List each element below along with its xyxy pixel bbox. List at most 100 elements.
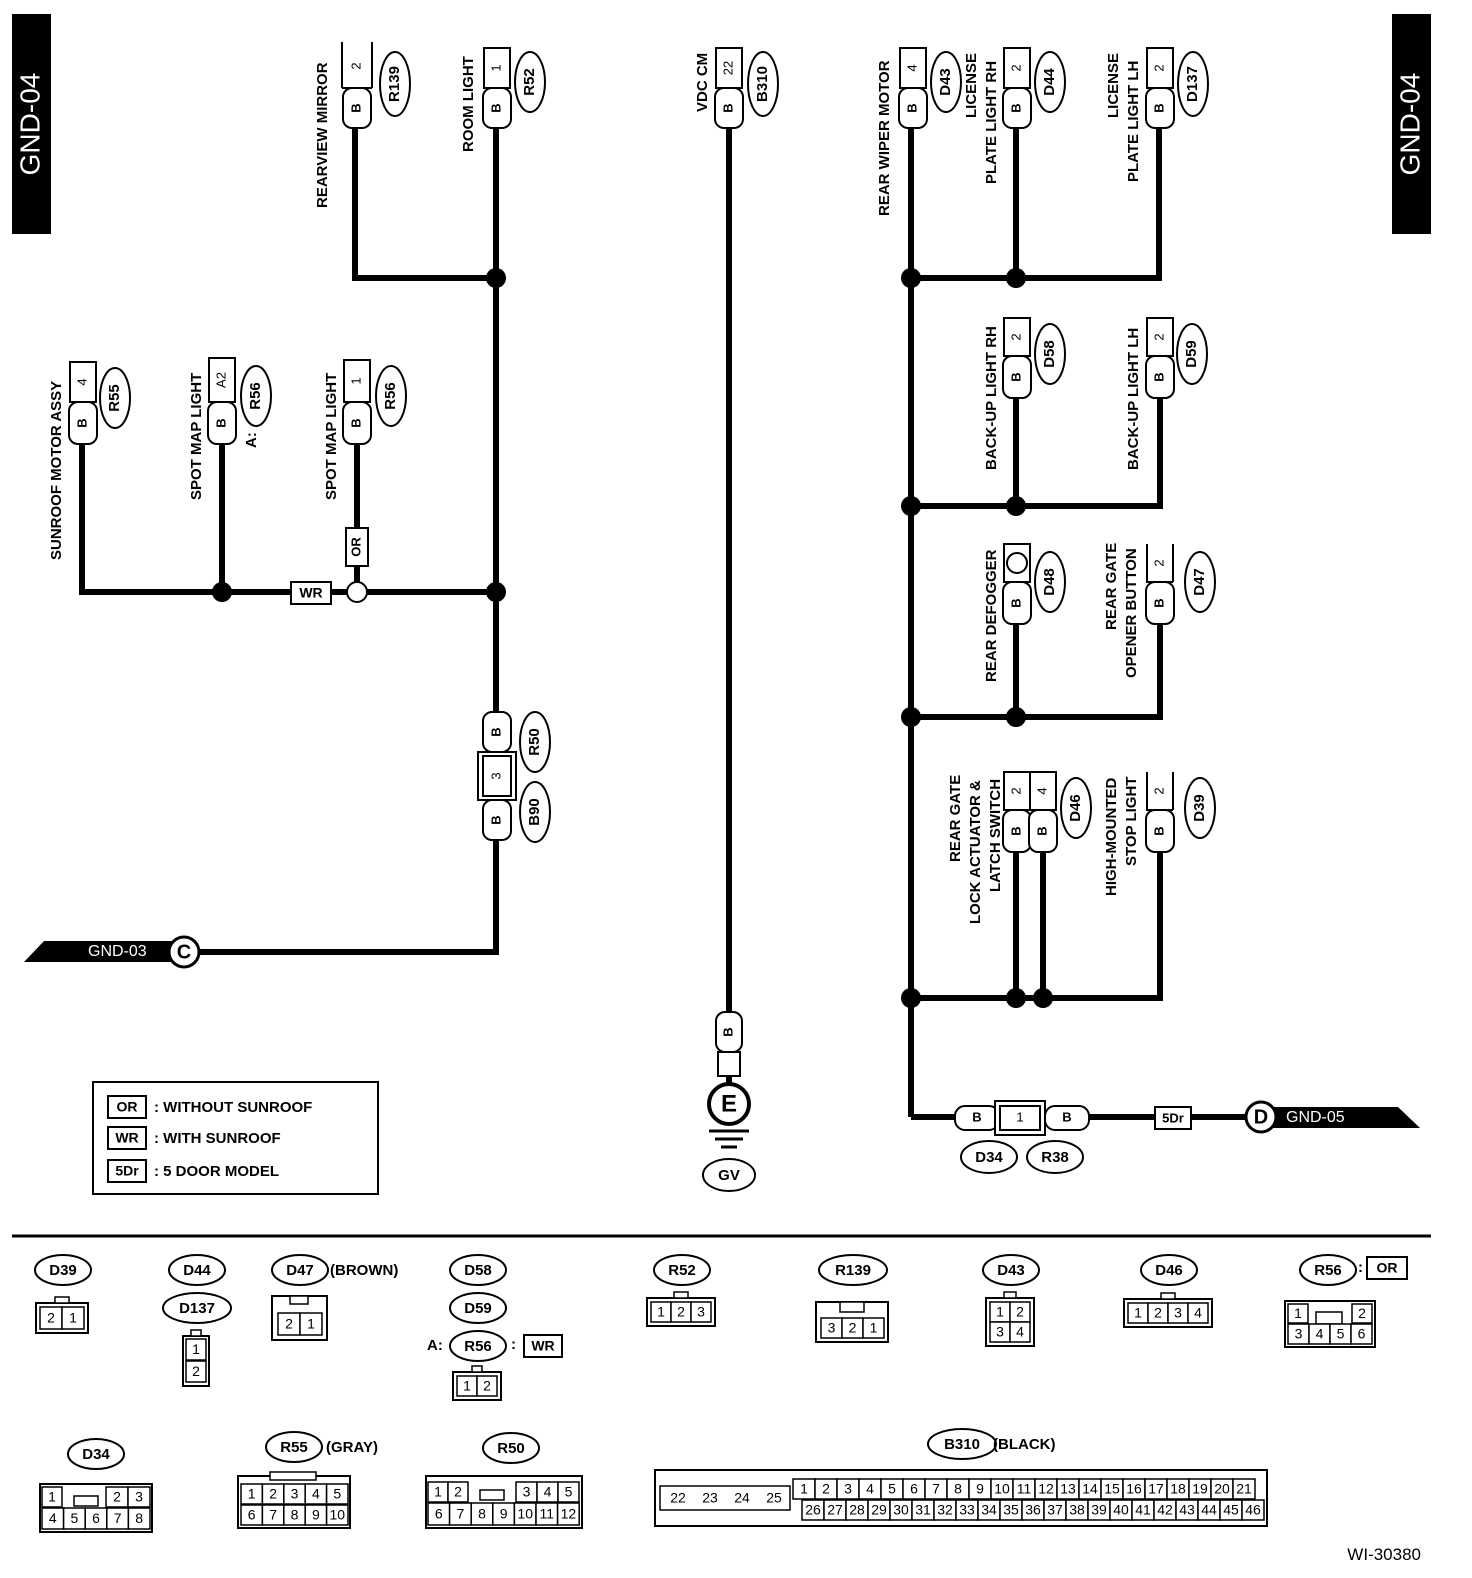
ground-terminal-e: B E — [707, 1011, 751, 1149]
view-d137-pin: 1 — [192, 1341, 200, 1357]
view-b310-pin: 45 — [1223, 1502, 1239, 1518]
legend: OR : WITHOUT SUNROOF WR : WITH SUNROOF 5… — [92, 1081, 379, 1195]
tab-right: GND-04 — [1392, 14, 1431, 234]
connector-r52-terminal: 1 B — [482, 47, 512, 129]
connector-d39-terminal: 2 B — [1145, 772, 1175, 853]
view-b310-pin: 35 — [1003, 1502, 1019, 1518]
view-d34-id-text: D34 — [82, 1446, 110, 1463]
legend-item-or: OR : WITHOUT SUNROOF — [107, 1095, 312, 1119]
view-r52-face-pin: 1 — [657, 1304, 665, 1320]
view-r55-pin: 9 — [312, 1507, 320, 1523]
svg-text:D43: D43 — [937, 68, 954, 96]
connector-d48-terminal: B — [1002, 543, 1032, 625]
view-b310-pin: 39 — [1091, 1502, 1107, 1518]
view-r56-tag: OR — [1366, 1256, 1408, 1280]
view-d46-face-pin: 3 — [1174, 1305, 1182, 1321]
view-d43-pin: 2 — [1016, 1304, 1024, 1320]
view-b310-pin: 29 — [871, 1502, 887, 1518]
svg-text:GND-04: GND-04 — [14, 73, 45, 176]
view-r50-pin: 9 — [500, 1506, 508, 1522]
view-r50-pin: 12 — [561, 1506, 577, 1522]
svg-text:GND-05: GND-05 — [1286, 1109, 1345, 1126]
view-b310-pin: 28 — [849, 1502, 865, 1518]
view-r55-pin: 5 — [333, 1486, 341, 1502]
connector-d58-terminal: 2 B — [1002, 317, 1032, 399]
view-b310-pin: 9 — [976, 1481, 984, 1497]
svg-text:2: 2 — [1008, 787, 1023, 794]
view-r56-pin: 5 — [1337, 1326, 1345, 1342]
view-r139-id: R139 — [818, 1254, 888, 1286]
view-r56a-sep: : — [511, 1336, 516, 1353]
view-b310-pin: 11 — [1017, 1481, 1032, 1497]
view-b310-pin: 19 — [1192, 1481, 1208, 1497]
svg-text:4: 4 — [904, 64, 919, 71]
view-r56-pin: 6 — [1358, 1326, 1366, 1342]
svg-text:BACK-UP LIGHT RH: BACK-UP LIGHT RH — [983, 326, 1000, 470]
view-b310-pin: 22 — [670, 1490, 686, 1506]
view-d137-pin: 2 — [192, 1363, 200, 1379]
svg-text:4: 4 — [1034, 787, 1049, 794]
view-r50-id: R50 — [482, 1432, 540, 1464]
svg-text:B: B — [1008, 372, 1023, 381]
view-r56-pin: 2 — [1358, 1305, 1366, 1321]
svg-text:D34: D34 — [975, 1149, 1003, 1166]
view-r55-pin: 2 — [269, 1486, 277, 1502]
svg-text:2: 2 — [1008, 64, 1023, 71]
view-b310-pin: 12 — [1038, 1481, 1054, 1497]
view-r56-pin: 3 — [1295, 1326, 1303, 1342]
view-b310-id-text: B310 — [944, 1436, 980, 1453]
view-d34-pin: 7 — [114, 1510, 122, 1526]
view-b310-pin: 33 — [959, 1502, 975, 1518]
svg-text:2: 2 — [1151, 559, 1166, 566]
view-r55-pin: 4 — [312, 1486, 320, 1502]
svg-text:B: B — [1151, 103, 1166, 112]
view-b310-pin: 13 — [1060, 1481, 1076, 1497]
svg-text:LICENSE: LICENSE — [963, 53, 980, 118]
svg-text:B: B — [904, 103, 919, 112]
svg-text:ROOM LIGHT: ROOM LIGHT — [460, 56, 477, 152]
svg-text:REAR GATE: REAR GATE — [1103, 543, 1120, 630]
svg-text:2: 2 — [1151, 787, 1166, 794]
svg-text:B: B — [720, 103, 735, 112]
svg-text:: WITHOUT SUNROOF: : WITHOUT SUNROOF — [154, 1099, 312, 1116]
svg-text:GND-04: GND-04 — [1394, 73, 1425, 176]
view-b310-pin: 1 — [800, 1481, 808, 1497]
view-b310-pin: 43 — [1179, 1502, 1195, 1518]
view-r50-pin: 4 — [544, 1484, 552, 1500]
svg-text:B: B — [1151, 826, 1166, 835]
view-b310-pin: 44 — [1201, 1502, 1217, 1518]
svg-text:D47: D47 — [1191, 568, 1208, 596]
view-b310-pin: 7 — [932, 1481, 940, 1497]
wires — [79, 128, 1246, 1120]
view-b310-pin: 14 — [1082, 1481, 1098, 1497]
connector-r139-terminal: 2 B — [341, 42, 373, 129]
view-b310-pin: 26 — [805, 1502, 821, 1518]
svg-text:B: B — [348, 418, 363, 427]
view-b310-note: (BLACK) — [993, 1436, 1055, 1453]
view-b310-pin: 15 — [1104, 1481, 1120, 1497]
svg-text:BACK-UP LIGHT LH: BACK-UP LIGHT LH — [1125, 328, 1142, 470]
view-d59-id-text: D59 — [464, 1300, 492, 1317]
svg-text:SPOT MAP LIGHT: SPOT MAP LIGHT — [323, 373, 340, 500]
view-r50-pin: 3 — [523, 1484, 531, 1500]
svg-text:STOP LIGHT: STOP LIGHT — [1123, 777, 1140, 866]
view-r50-pin: 11 — [540, 1506, 555, 1522]
connector-d43-terminal: 4 B — [898, 47, 928, 129]
figure-code: WI-30380 — [1347, 1545, 1421, 1564]
view-b310-pin: 42 — [1157, 1502, 1173, 1518]
view-r56a-face-pin: 2 — [483, 1378, 491, 1394]
view-d39-id: D39 — [34, 1254, 92, 1286]
view-r50-pin: 5 — [565, 1484, 573, 1500]
view-d47-pin: 1 — [307, 1316, 315, 1332]
svg-text:D59: D59 — [1183, 340, 1200, 368]
svg-text:E: E — [721, 1090, 737, 1117]
svg-text:LATCH SWITCH: LATCH SWITCH — [987, 779, 1004, 892]
connector-r50-b90-inline: B 3 B — [477, 711, 517, 841]
svg-text:4: 4 — [74, 378, 89, 385]
svg-text:A:: A: — [243, 432, 260, 448]
junction-dots — [212, 268, 1053, 1008]
wire-tag-5dr: 5Dr — [1154, 1106, 1192, 1130]
view-d34-pin: 2 — [113, 1489, 121, 1505]
view-r139-pin: 1 — [870, 1320, 878, 1336]
view-d39-id-text: D39 — [49, 1262, 77, 1279]
